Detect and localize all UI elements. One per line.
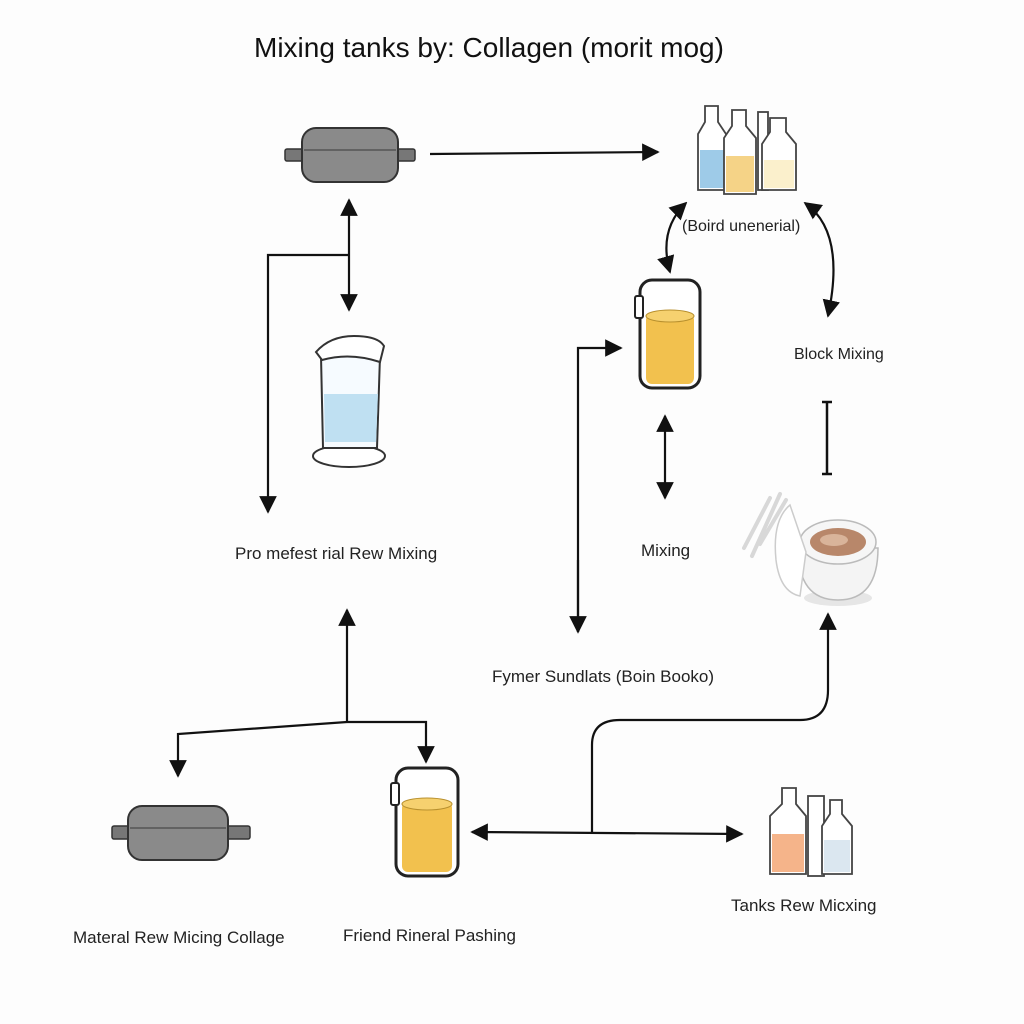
arrow-left-elbow: [259, 253, 349, 514]
connector-arrows: [169, 143, 840, 843]
label-pro-mixing: Pro mefest rial Rew Mixing: [235, 544, 438, 563]
arrow-curve-to-bowl: [590, 612, 837, 832]
label-material-mixing: Materal Rew Micing Collage: [73, 928, 285, 947]
bottle-set-icon: [697, 105, 797, 195]
arrow-split-left: [169, 720, 348, 778]
horizontal-tank-icon: [284, 127, 416, 183]
arrow-bottom-horizontal: [470, 823, 744, 843]
label-block-mixing: Block Mixing: [794, 346, 884, 363]
label-mixing: Mixing: [641, 541, 691, 560]
label-tanks-mixing: Tanks Rew Micxing: [731, 896, 877, 915]
label-board-material: (Boird unenerial): [682, 218, 801, 235]
mortar-bowl-icon: [742, 492, 879, 606]
arrow-split-right: [347, 720, 435, 764]
arrow-elbow-into-jar: [576, 339, 623, 632]
jar-icon: [634, 278, 702, 390]
label-fymer: Fymer Sundlats (Boin Booko): [492, 667, 715, 686]
bottle-set-icon: [769, 787, 853, 877]
label-friend-mineral: Friend Rineral Pashing: [343, 926, 516, 945]
diagram-title: Mixing tanks by: Collagen (morit mog): [254, 32, 724, 63]
arrow-tank-to-bottles: [429, 143, 660, 161]
arrow-bottles-to-block: [803, 201, 840, 318]
beaker-icon: [312, 334, 386, 468]
ibeam-marker: [822, 400, 832, 476]
jar-icon: [390, 766, 460, 878]
horizontal-tank-icon: [111, 805, 251, 861]
arrow-jar-to-bottles: [657, 201, 688, 274]
